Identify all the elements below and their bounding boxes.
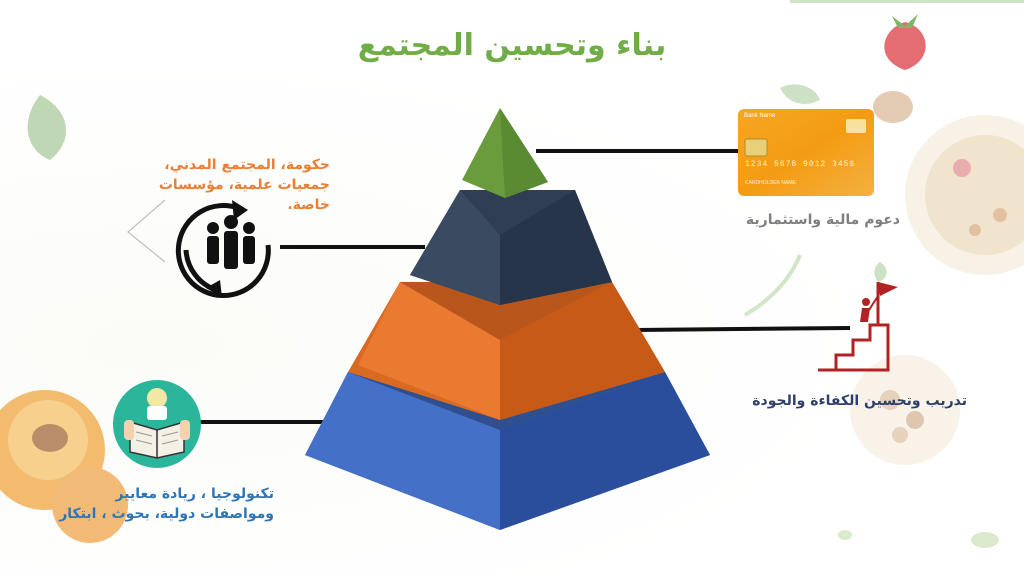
walnut-decor [873,91,913,123]
connector-line-third [629,326,851,332]
label-technology-research: تكنولوجيا ، ريادة معايير ومواصفات دولية،… [59,486,274,522]
card-holder: CARDHOLDER NAME [745,180,796,186]
granola-bowl-decor [905,115,1024,275]
apricot-decor [0,390,128,543]
card-number: 1234 5678 9012 3456 [745,160,856,169]
pyramid-tier-orange [348,282,665,420]
pyramid-tier-navy [410,190,612,305]
label-training-quality: تدريب وتحسين الكفاءة والجودة [752,393,967,409]
card-bank-name: Bank Name [744,113,776,119]
pistachio-decor [838,530,999,548]
slide-title: بناء وتحسين المجتمع [357,28,667,63]
nuts-bowl-decor [850,355,960,465]
label-stakeholders: حكومة، المجتمع المدني، جمعيات علمية، مؤس… [158,157,330,213]
label-financial-support: دعوم مالية واستثمارية [745,212,900,228]
chevron-left-icon [127,199,166,263]
top-accent-line [790,0,1024,3]
strawberry-decor [884,14,926,70]
pyramid-tier-green [462,108,548,198]
leaf-decor [27,84,887,317]
